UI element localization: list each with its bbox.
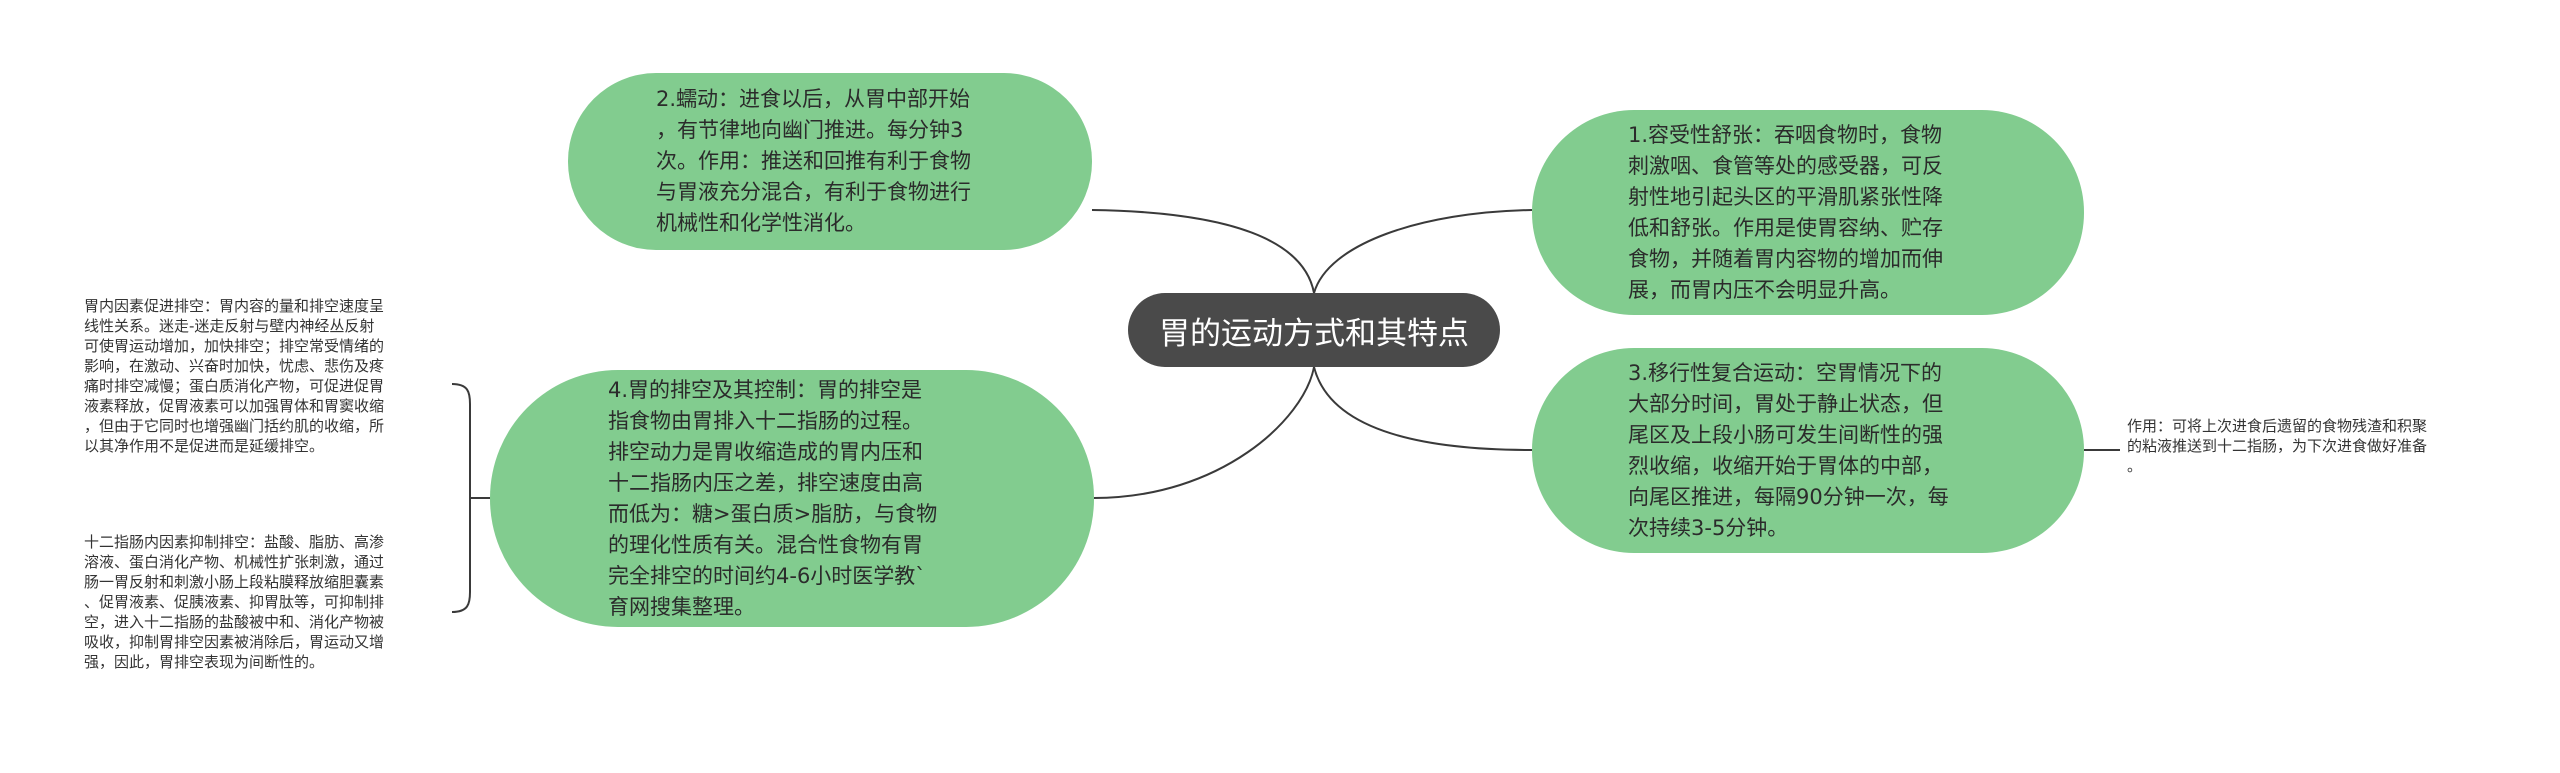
link-central-to-topic-1 <box>1313 209 1533 294</box>
topic-migrating-motor-complex-text: 3.移行性复合运动：空胃情况下的 大部分时间，胃处于静止状态，但 尾区及上段小肠… <box>1628 360 1949 540</box>
note-mmc-function: 作用：可将上次进食后遗留的食物残渣和积聚 的粘液推送到十二指肠，为下次进食做好准… <box>2127 417 2428 475</box>
topic-peristalsis[interactable]: 2.蠕动：进食以后，从胃中部开始 ，有节律地向幽门推进。每分钟3 次。作用：推送… <box>568 73 1092 250</box>
topic-receptive-relaxation-text: 1.容受性舒张：吞咽食物时，食物 刺激咽、食管等处的感受器，可反 射性地引起头区… <box>1628 122 1943 302</box>
link-central-to-topic-4 <box>1093 366 1315 499</box>
note-gastric-factors: 胃内因素促进排空：胃内容的量和排空速度呈 线性关系。迷走-迷走反射与壁内神经丛反… <box>84 297 385 455</box>
central-topic[interactable]: 胃的运动方式和其特点 <box>1128 293 1500 367</box>
topic-receptive-relaxation[interactable]: 1.容受性舒张：吞咽食物时，食物 刺激咽、食管等处的感受器，可反 射性地引起头区… <box>1532 110 2084 315</box>
bracket-notes <box>451 383 471 613</box>
link-central-to-topic-2 <box>1091 209 1315 294</box>
topic-gastric-emptying[interactable]: 4.胃的排空及其控制：胃的排空是 指食物由胃排入十二指肠的过程。 排空动力是胃收… <box>490 370 1094 627</box>
central-topic-label: 胃的运动方式和其特点 <box>1159 315 1469 352</box>
topic-gastric-emptying-text: 4.胃的排空及其控制：胃的排空是 指食物由胃排入十二指肠的过程。 排空动力是胃收… <box>608 377 938 619</box>
topic-peristalsis-text: 2.蠕动：进食以后，从胃中部开始 ，有节律地向幽门推进。每分钟3 次。作用：推送… <box>656 87 971 235</box>
note-duodenal-factors: 十二指肠内因素抑制排空：盐酸、脂肪、高渗 溶液、蛋白消化产物、机械性扩张刺激，通… <box>84 533 385 671</box>
topic-migrating-motor-complex[interactable]: 3.移行性复合运动：空胃情况下的 大部分时间，胃处于静止状态，但 尾区及上段小肠… <box>1532 348 2084 553</box>
link-central-to-topic-3 <box>1313 366 1533 451</box>
